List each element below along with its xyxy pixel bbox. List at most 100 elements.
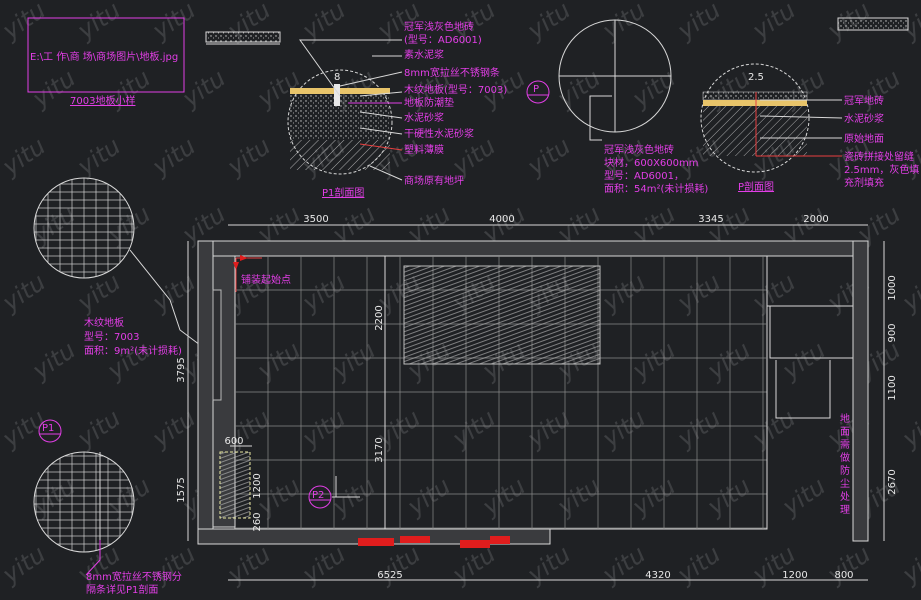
dim-top: 2000 xyxy=(803,214,828,225)
dustproof-char: 防 xyxy=(840,464,850,477)
strip-8mm: 8mm宽拉丝不锈钢条 xyxy=(404,66,500,79)
window-strip xyxy=(212,289,222,401)
shelf-strip xyxy=(219,451,251,519)
tile-spec-2: (型号：AD6001) xyxy=(404,33,482,46)
watermark-text: yitu xyxy=(147,0,201,45)
watermark-text: yitu xyxy=(822,540,876,590)
bottom-note-1: 8mm宽拉丝不锈钢分 xyxy=(86,570,182,583)
p1-leaders xyxy=(299,39,403,181)
watermark-text: yitu xyxy=(777,472,831,522)
dim-top: 3500 xyxy=(303,214,328,225)
watermark-text: yitu xyxy=(522,0,576,45)
watermark-text: yitu xyxy=(147,404,201,454)
p2-marker xyxy=(308,485,332,509)
watermark-text: yitu xyxy=(702,472,756,522)
r-ground: 原始地面 xyxy=(844,132,884,145)
watermark-text: yitu xyxy=(252,336,306,386)
watermark-text: yitu xyxy=(522,404,576,454)
p1-marker-label: P1 xyxy=(42,423,54,434)
watermark-text: yitu xyxy=(147,132,201,182)
wood-2: 型号：7003 xyxy=(84,330,139,343)
file-link-box xyxy=(27,17,185,93)
watermark-text: yitu xyxy=(627,472,681,522)
watermark-text: yitu xyxy=(327,336,381,386)
watermark-text: yitu xyxy=(747,404,801,454)
watermark-text: yitu xyxy=(897,404,921,454)
watermark-text: yitu xyxy=(297,404,351,454)
watermark-text: yitu xyxy=(297,268,351,318)
dim-inner: 2200 xyxy=(374,305,385,330)
watermark-text: yitu xyxy=(627,336,681,386)
dim-inner: 3170 xyxy=(374,437,385,462)
dustproof-char: 地 xyxy=(840,412,850,425)
dim-right: 1000 xyxy=(887,275,898,300)
watermark-text: yitu xyxy=(0,132,51,182)
wood-area xyxy=(403,265,601,365)
wood-floor-1: 木纹地板(型号：7003) xyxy=(404,83,507,96)
watermark-text: yitu xyxy=(222,132,276,182)
dim-2-5: 2.5 xyxy=(748,72,764,83)
watermark-text: yitu xyxy=(0,0,51,45)
watermark-text: yitu xyxy=(597,0,651,45)
tile-strip-top-right xyxy=(837,17,909,31)
dim-bottom: 1200 xyxy=(782,570,807,581)
watermark-text: yitu xyxy=(672,0,726,45)
dim-right: 900 xyxy=(887,323,898,342)
watermark-text: yitu xyxy=(0,268,51,318)
dry-mortar: 干硬性水泥砂浆 xyxy=(404,127,474,140)
watermark-text: yitu xyxy=(747,0,801,45)
watermark-text: yitu xyxy=(402,472,456,522)
dim-right: 2670 xyxy=(887,469,898,494)
watermark-text: yitu xyxy=(72,0,126,45)
bottom-note-2: 隔条详见P1剖面 xyxy=(86,583,158,596)
watermark-text: yitu xyxy=(777,336,831,386)
dim-bottom: 6525 xyxy=(377,570,402,581)
strip-sample-circle xyxy=(33,451,135,553)
p-leaders xyxy=(755,92,843,157)
watermark-text: yitu xyxy=(747,540,801,590)
watermark-text: yitu xyxy=(447,404,501,454)
watermark-text: yitu xyxy=(627,64,681,114)
file-link-text[interactable]: E:\工 作\商 场\商场图片\地板.jpg xyxy=(30,50,178,63)
watermark-text: yitu xyxy=(672,268,726,318)
watermark-text: yitu xyxy=(597,268,651,318)
watermark-text: yitu xyxy=(672,540,726,590)
dim-top: 3345 xyxy=(698,214,723,225)
tile-desc-3: 型号：AD6001， xyxy=(604,169,684,182)
wood-floor-2: 地板防潮垫 xyxy=(404,96,454,109)
watermark-text: yitu xyxy=(522,540,576,590)
p1-marker xyxy=(38,419,62,443)
r-mortar: 水泥砂浆 xyxy=(844,112,884,125)
watermark-text: yitu xyxy=(72,132,126,182)
dim-bottom: 800 xyxy=(834,570,853,581)
watermark-text: yitu xyxy=(372,540,426,590)
watermark-text: yitu xyxy=(747,268,801,318)
r-gap-3: 充剂填充 xyxy=(844,176,884,189)
dustproof-char: 尘 xyxy=(840,478,850,490)
wood-3: 面积：9m²(未计损耗) xyxy=(84,344,182,357)
watermark-text: yitu xyxy=(27,336,81,386)
floor-plan xyxy=(197,240,869,548)
r-tile: 冠军地砖 xyxy=(844,94,884,107)
dim-inner: 600 xyxy=(224,436,243,447)
dustproof-char: 理 xyxy=(840,504,850,516)
watermark-text: yitu xyxy=(552,472,606,522)
plain-cement: 素水泥浆 xyxy=(404,48,444,61)
watermark-text: yitu xyxy=(597,540,651,590)
start-point-marker xyxy=(233,255,262,292)
dim-top: 4000 xyxy=(489,214,514,225)
orig-base: 商场原有地坪 xyxy=(404,174,464,187)
floor-sample-label: 7003地板小样 xyxy=(70,94,135,107)
watermark-text: yitu xyxy=(72,404,126,454)
plastic-film: 塑料薄膜 xyxy=(404,143,444,156)
tile-desc-1: 冠军浅灰色地砖 xyxy=(604,143,674,156)
watermark-text: yitu xyxy=(597,404,651,454)
dustproof-char: 面 xyxy=(840,427,850,438)
watermark-text: yitu xyxy=(0,540,51,590)
watermark-text: yitu xyxy=(672,404,726,454)
wood-1: 木纹地板 xyxy=(84,316,124,329)
tile-desc-4: 面积：54m²(未计损耗) xyxy=(604,182,708,195)
p1-title: P1剖面图 xyxy=(322,186,364,199)
